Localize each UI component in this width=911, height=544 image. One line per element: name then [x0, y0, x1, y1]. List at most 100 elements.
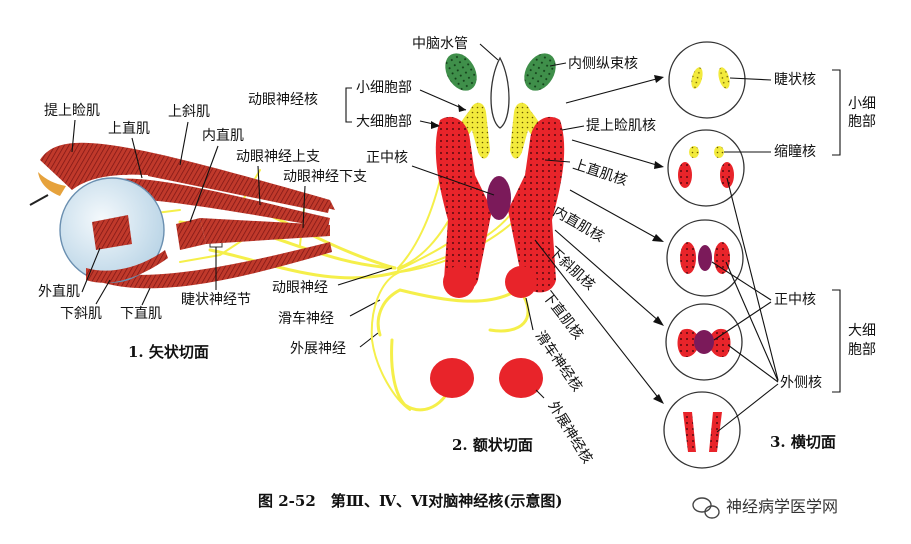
pointer-abducens-nerve [359, 332, 379, 348]
label-magnocellular-group-1: 大细 [848, 323, 876, 339]
pointer-medial-rectus [189, 145, 219, 223]
pointer-oculomotor-nerve [337, 267, 393, 286]
label-ciliary-ganglion: 睫状神经节 [181, 292, 251, 308]
pointer-aqueduct [479, 43, 499, 61]
lateral-nucleus-5-left [683, 412, 696, 452]
sagittal-section: 提上睑肌 上斜肌 上直肌 内直肌 动眼神经上支 动眼神经下支 外直肌 下斜肌 下… [29, 103, 400, 361]
label-lateral-nucleus: 外侧核 [780, 375, 822, 391]
label-parvocellular-group-1: 小细 [848, 96, 876, 112]
pointer-median-4 [713, 301, 772, 341]
pointer-lateral-4 [727, 344, 779, 383]
pointer-ciliary-nucleus [729, 77, 772, 81]
pointer-median-nucleus [411, 165, 495, 196]
label-magnocellular-group-2: 胞部 [848, 342, 876, 358]
transverse-circle-5 [663, 391, 741, 469]
parvocellular-left [458, 102, 490, 159]
abducens-nucleus-left [430, 358, 474, 398]
label-parvocellular: 小细胞部 [356, 80, 412, 96]
label-medial-rectus-nucleus: 内直肌核 [550, 203, 607, 246]
label-trochlear-nerve: 滑车神经 [278, 310, 334, 327]
label-oculomotor-nerve: 动眼神经 [272, 280, 328, 296]
pointer-inferior-oblique [95, 279, 111, 305]
lateral-rectus-muscle [92, 215, 132, 250]
label-pupillary-nucleus: 缩瞳核 [774, 143, 816, 160]
lateral-nucleus-5-right [709, 412, 722, 452]
ciliary-nucleus-left [691, 67, 703, 89]
lateral-nucleus-3-left [680, 242, 696, 274]
label-oculomotor-inferior-branch: 动眼神经下支 [283, 169, 367, 185]
inferior-rectus-muscle [100, 242, 332, 289]
figure-caption: 图 2-52 第Ⅲ、Ⅳ、Ⅵ对脑神经核(示意图) [258, 492, 563, 510]
median-nucleus [487, 176, 511, 220]
median-nucleus-4 [694, 330, 714, 354]
lateral-nucleus-2-right [720, 162, 734, 188]
oculomotor-nucleus-left [435, 116, 492, 293]
caption-transverse: 3. 横切面 [770, 433, 836, 451]
pointer-lateral-3 [725, 261, 779, 382]
label-medial-rectus: 内直肌 [202, 127, 244, 144]
trochlear-nucleus-right [505, 266, 537, 298]
label-abducens-nucleus: 外展神经核 [545, 399, 596, 467]
level-arrows [534, 75, 664, 404]
pointer-superior-branch [257, 165, 261, 206]
label-inferior-rectus: 下直肌 [120, 305, 162, 322]
ciliary-nucleus-right [718, 67, 730, 89]
pointer-superior-rectus-nucleus [544, 159, 571, 163]
pointer-mlf [549, 62, 567, 67]
parvocellular-right [510, 102, 542, 159]
median-nucleus-3 [698, 245, 712, 271]
label-abducens-nucleus-group: 外展神经核 [545, 399, 596, 467]
label-median-nucleus-right: 正中核 [774, 292, 816, 308]
wechat-icon [692, 497, 720, 519]
label-superior-rectus: 上直肌 [108, 120, 150, 137]
lateral-nucleus-2-left [678, 162, 692, 188]
eyelid [38, 172, 66, 196]
abducens-nucleus-right [499, 358, 543, 398]
label-medial-rectus-nucleus-group: 内直肌核 [550, 203, 607, 246]
transverse-circle-1 [668, 41, 746, 119]
inferior-oblique-muscle [86, 250, 168, 283]
pupillary-nucleus-right [714, 146, 724, 158]
watermark-text: 神经病学医学网 [726, 497, 838, 516]
label-levator-palpebrae: 提上睑肌 [44, 103, 100, 119]
lateral-nucleus-4-left [677, 328, 700, 358]
label-lateral-rectus: 外直肌 [38, 283, 80, 300]
label-median-nucleus: 正中核 [366, 150, 408, 166]
superior-oblique-muscle [148, 165, 330, 213]
medial-rectus-tendon [200, 218, 330, 244]
mlf-nucleus-left [445, 53, 477, 91]
pupillary-nucleus-left [689, 146, 699, 158]
pointer-trochlear-nucleus [525, 297, 534, 331]
lateral-nucleus-3-right [714, 242, 730, 274]
label-superior-rectus-nucleus-group: 上直肌核 [571, 156, 630, 189]
bracket-parvocellular-group [832, 69, 841, 156]
bracket-oculomotor-nucleus [345, 87, 352, 123]
pointer-lateral-2 [726, 177, 779, 381]
label-oculomotor-superior-branch: 动眼神经上支 [236, 149, 320, 165]
label-mlf-nucleus: 内侧纵束核 [568, 56, 638, 72]
label-superior-oblique: 上斜肌 [168, 104, 210, 120]
label-magnocellular: 大细胞部 [356, 114, 412, 130]
pointer-lateral-5 [716, 383, 779, 433]
pointer-levator-nucleus [561, 125, 585, 131]
cerebral-aqueduct [490, 56, 510, 129]
trochlear-nucleus-left [443, 266, 475, 298]
medial-rectus-muscle [176, 218, 206, 250]
label-abducens-nerve: 外展神经 [290, 341, 346, 357]
transverse-section: 睫状核 缩瞳核 小细 胞部 正中核 外侧核 大细 胞部 3. 横切面 [663, 41, 876, 469]
pointer-median-3 [711, 261, 772, 301]
pointer-superior-oblique [179, 121, 189, 166]
pointer-inferior-branch [302, 185, 306, 229]
arrow-parvocellular [458, 104, 466, 112]
label-superior-rectus-nucleus: 上直肌核 [571, 156, 630, 189]
label-oculomotor-nucleus: 动眼神经核 [248, 92, 318, 108]
eyelid-edge [29, 194, 49, 206]
label-parvocellular-group-2: 胞部 [848, 114, 876, 130]
lateral-nucleus-4-right [708, 328, 731, 358]
pointer-inferior-rectus [141, 287, 151, 306]
arrow-magnocellular [431, 121, 440, 129]
pointer-lateral-rectus [81, 247, 101, 293]
label-inferior-oblique: 下斜肌 [60, 306, 102, 322]
pointer-superior-rectus [131, 137, 143, 179]
